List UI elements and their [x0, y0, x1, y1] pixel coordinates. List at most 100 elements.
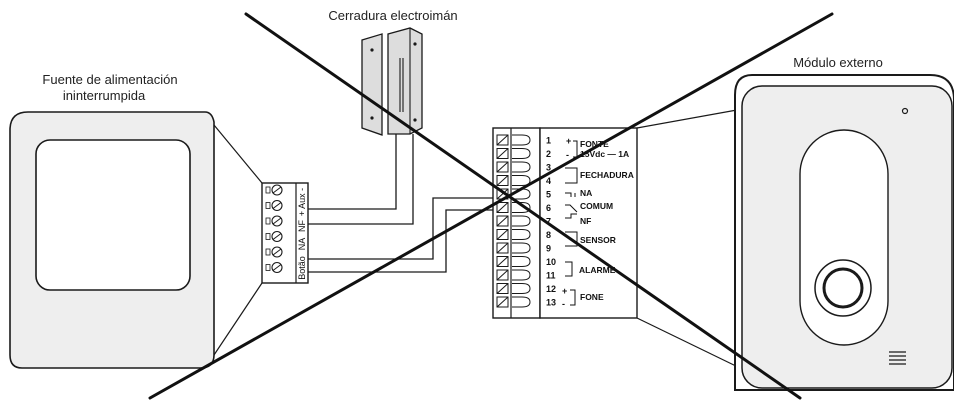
psu-terminal-aux-label: + Aux - — [297, 188, 307, 216]
psu-terminal-screw-slot — [272, 233, 282, 240]
terminal-number: 9 — [546, 244, 551, 254]
relay-nf-contact — [565, 213, 577, 219]
terminal-screw-slot — [496, 256, 509, 267]
terminal-screw-slot — [496, 269, 509, 281]
cross-out-stroke-1 — [244, 12, 802, 400]
psu-terminal-na-label: NA — [297, 238, 307, 251]
fone-bracket — [570, 289, 576, 306]
fechadura-label: FECHADURA — [580, 170, 634, 180]
psu-terminal-clamp — [265, 264, 271, 271]
electromagnet-lock-label: Cerradura electroimán — [328, 8, 457, 23]
terminal-clamp — [512, 161, 531, 173]
terminal-screw-slot — [496, 188, 509, 200]
psu-terminal-screw-slot — [272, 248, 282, 256]
psu-terminal-nf-label: NF — [297, 220, 307, 232]
psu-terminal-clamp — [265, 233, 271, 240]
relay-na-contact — [565, 192, 576, 197]
psu-terminal-botao-label: Botão — [297, 256, 307, 280]
fone-plus: + — [562, 286, 567, 296]
terminal-screw-slot — [496, 148, 509, 159]
terminal-clamp — [512, 188, 531, 200]
terminal-screw-slot — [496, 202, 509, 213]
external-module-label: Módulo externo — [793, 55, 883, 70]
terminal-screw-slot — [496, 175, 509, 186]
psu-terminal-clamp — [265, 186, 271, 194]
zoom-line — [636, 317, 741, 369]
relay-na-label: NA — [580, 188, 592, 198]
terminal-clamp — [512, 148, 531, 159]
fone-label: FONE — [580, 292, 604, 302]
terminal-clamp — [512, 215, 531, 227]
sensor-bracket — [565, 231, 578, 247]
terminal-clamp — [512, 229, 531, 240]
terminal-clamp — [512, 202, 531, 213]
fechadura-bracket — [565, 167, 578, 184]
alarme-label: ALARME — [579, 265, 616, 275]
terminal-number: 13 — [546, 298, 556, 308]
fonte-plus: + — [566, 136, 571, 146]
sensor-label: SENSOR — [580, 235, 616, 245]
terminal-screw-slot — [496, 242, 509, 254]
terminal-number: 5 — [546, 190, 551, 200]
electromagnet-lock — [361, 27, 423, 136]
fonte-minus: - — [566, 150, 569, 160]
terminal-screw-slot — [496, 134, 509, 146]
terminal-clamp — [512, 256, 531, 267]
wire-na-to-t2 — [308, 209, 496, 273]
external-module — [734, 74, 954, 391]
psu-terminal-screw-slot — [272, 264, 282, 271]
relay-comum-label: COMUM — [580, 201, 613, 211]
psu-terminal-clamp — [265, 217, 271, 225]
terminal-number: 6 — [546, 203, 551, 213]
relay-nf-label: NF — [580, 216, 591, 226]
lock-body — [387, 27, 423, 135]
terminal-number: 2 — [546, 149, 551, 159]
wire-botao-to-t1 — [308, 197, 496, 260]
terminal-clamp — [512, 283, 531, 294]
terminal-number: 1 — [546, 136, 551, 146]
terminal-number: 11 — [546, 271, 556, 281]
fonte-spec: 15Vdc — 1A — [580, 149, 629, 159]
psu-terminal-clamp — [265, 202, 271, 209]
wire-lock-to-nf — [308, 134, 414, 225]
power-supply-terminal-block: + Aux - NF NA Botão — [261, 182, 309, 284]
lock-screw — [413, 118, 417, 122]
terminal-number: 8 — [546, 230, 551, 240]
psu-terminal-clamp — [265, 248, 271, 256]
fonte-label: FONTE — [580, 139, 609, 149]
lock-screw — [370, 116, 374, 120]
relay-common-arm — [565, 204, 578, 213]
power-supply-label-line2: ininterrumpida — [63, 88, 146, 103]
lock-armature-plate — [361, 33, 383, 136]
terminal-clamp — [512, 296, 531, 308]
cross-out-stroke-2 — [148, 12, 834, 400]
zoom-line — [213, 282, 263, 356]
terminal-screw-slot — [496, 283, 509, 294]
terminal-number: 10 — [546, 257, 556, 267]
psu-terminal-screw-slot — [272, 217, 282, 225]
zoom-line — [636, 107, 749, 129]
alarme-bracket — [565, 261, 573, 277]
terminal-number: 3 — [546, 163, 551, 173]
terminal-number: 12 — [546, 284, 556, 294]
terminal-screw-slot — [496, 215, 509, 227]
cross-out-mark — [148, 12, 834, 400]
speaker-grille-icon — [889, 351, 906, 365]
terminal-screw-slot — [496, 161, 509, 173]
lock-screw — [370, 48, 374, 52]
wire-lock-to-aux — [308, 134, 397, 210]
terminal-number: 7 — [546, 217, 551, 227]
terminal-number: 4 — [546, 176, 551, 186]
lock-screw — [413, 42, 417, 46]
power-supply-panel — [35, 139, 191, 291]
fone-minus: - — [562, 299, 565, 309]
terminal-clamp — [512, 269, 531, 281]
psu-terminal-screw-slot — [272, 186, 282, 194]
relay-symbol — [565, 192, 578, 219]
call-button — [822, 267, 864, 309]
wires — [308, 134, 496, 273]
terminal-screw-slot — [496, 229, 509, 240]
camera-icon — [901, 107, 909, 115]
